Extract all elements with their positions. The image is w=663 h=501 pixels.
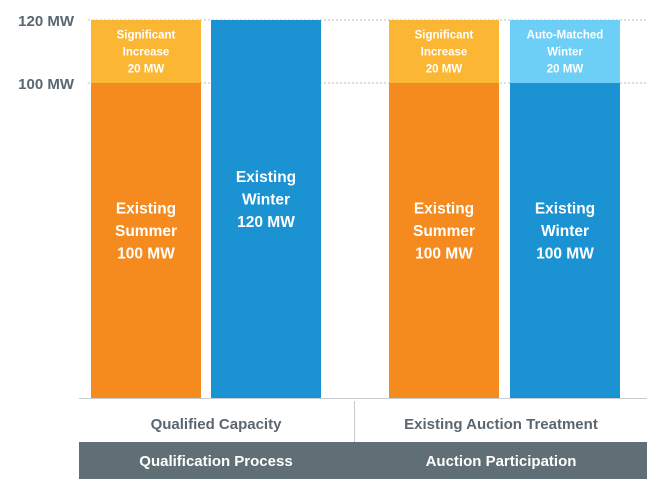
footer-label-1: Auction Participation bbox=[426, 453, 577, 470]
bar-qual-summer-segment-0-label-line-1: Summer bbox=[115, 223, 177, 240]
footer-bar bbox=[79, 442, 647, 479]
bar-auction-summer-segment-0-label-line-0: Existing bbox=[414, 201, 474, 218]
bar-qual-winter-segment-0-label-line-1: Winter bbox=[242, 192, 290, 209]
bar-qual-summer-segment-0-label-line-2: 100 MW bbox=[117, 246, 175, 263]
bar-qual-winter-segment-0-label-line-2: 120 MW bbox=[237, 214, 295, 231]
bar-auction-winter-segment-1-label-line-1: Winter bbox=[547, 47, 583, 59]
bar-auction-summer-segment-0 bbox=[389, 83, 499, 398]
group-label-0: Qualified Capacity bbox=[151, 416, 283, 433]
bar-qual-summer-segment-1-label-line-1: Increase bbox=[123, 47, 170, 59]
bar-auction-winter-segment-1 bbox=[510, 20, 620, 83]
bar-auction-summer-segment-1-label-line-0: Significant bbox=[415, 30, 474, 42]
bar-auction-summer-segment-1-label-line-1: Increase bbox=[421, 47, 468, 59]
bar-qual-summer-segment-0 bbox=[91, 83, 201, 398]
bar-auction-winter-segment-0 bbox=[510, 83, 620, 398]
bar-auction-summer-segment-1 bbox=[389, 20, 499, 83]
y-tick-label-120: 120 MW bbox=[18, 13, 75, 30]
bar-qual-winter-segment-0 bbox=[211, 20, 321, 398]
bar-auction-summer-segment-0-label-line-1: Summer bbox=[413, 223, 475, 240]
bar-auction-summer-segment-0-label-line-2: 100 MW bbox=[415, 246, 473, 263]
bar-qual-summer-segment-1-label-line-0: Significant bbox=[117, 30, 176, 42]
bar-auction-winter-segment-0-label-line-2: 100 MW bbox=[536, 246, 594, 263]
bar-qual-summer-segment-0-label-line-0: Existing bbox=[116, 201, 176, 218]
bar-auction-winter-segment-0-label-line-1: Winter bbox=[541, 223, 589, 240]
bar-auction-summer-segment-1-label-line-2: 20 MW bbox=[426, 64, 463, 76]
bar-qual-summer-segment-1-label-line-2: 20 MW bbox=[128, 64, 165, 76]
bar-qual-winter-segment-0-label-line-0: Existing bbox=[236, 169, 296, 186]
bar-auction-winter-segment-0-label-line-0: Existing bbox=[535, 201, 595, 218]
bar-auction-winter-segment-1-label-line-2: 20 MW bbox=[547, 64, 584, 76]
footer-label-0: Qualification Process bbox=[139, 453, 292, 470]
bar-qual-summer-segment-1 bbox=[91, 20, 201, 83]
bar-auction-winter-segment-1-label-line-0: Auto-Matched bbox=[527, 30, 604, 42]
group-label-1: Existing Auction Treatment bbox=[404, 416, 598, 433]
y-tick-label-100: 100 MW bbox=[18, 76, 75, 93]
